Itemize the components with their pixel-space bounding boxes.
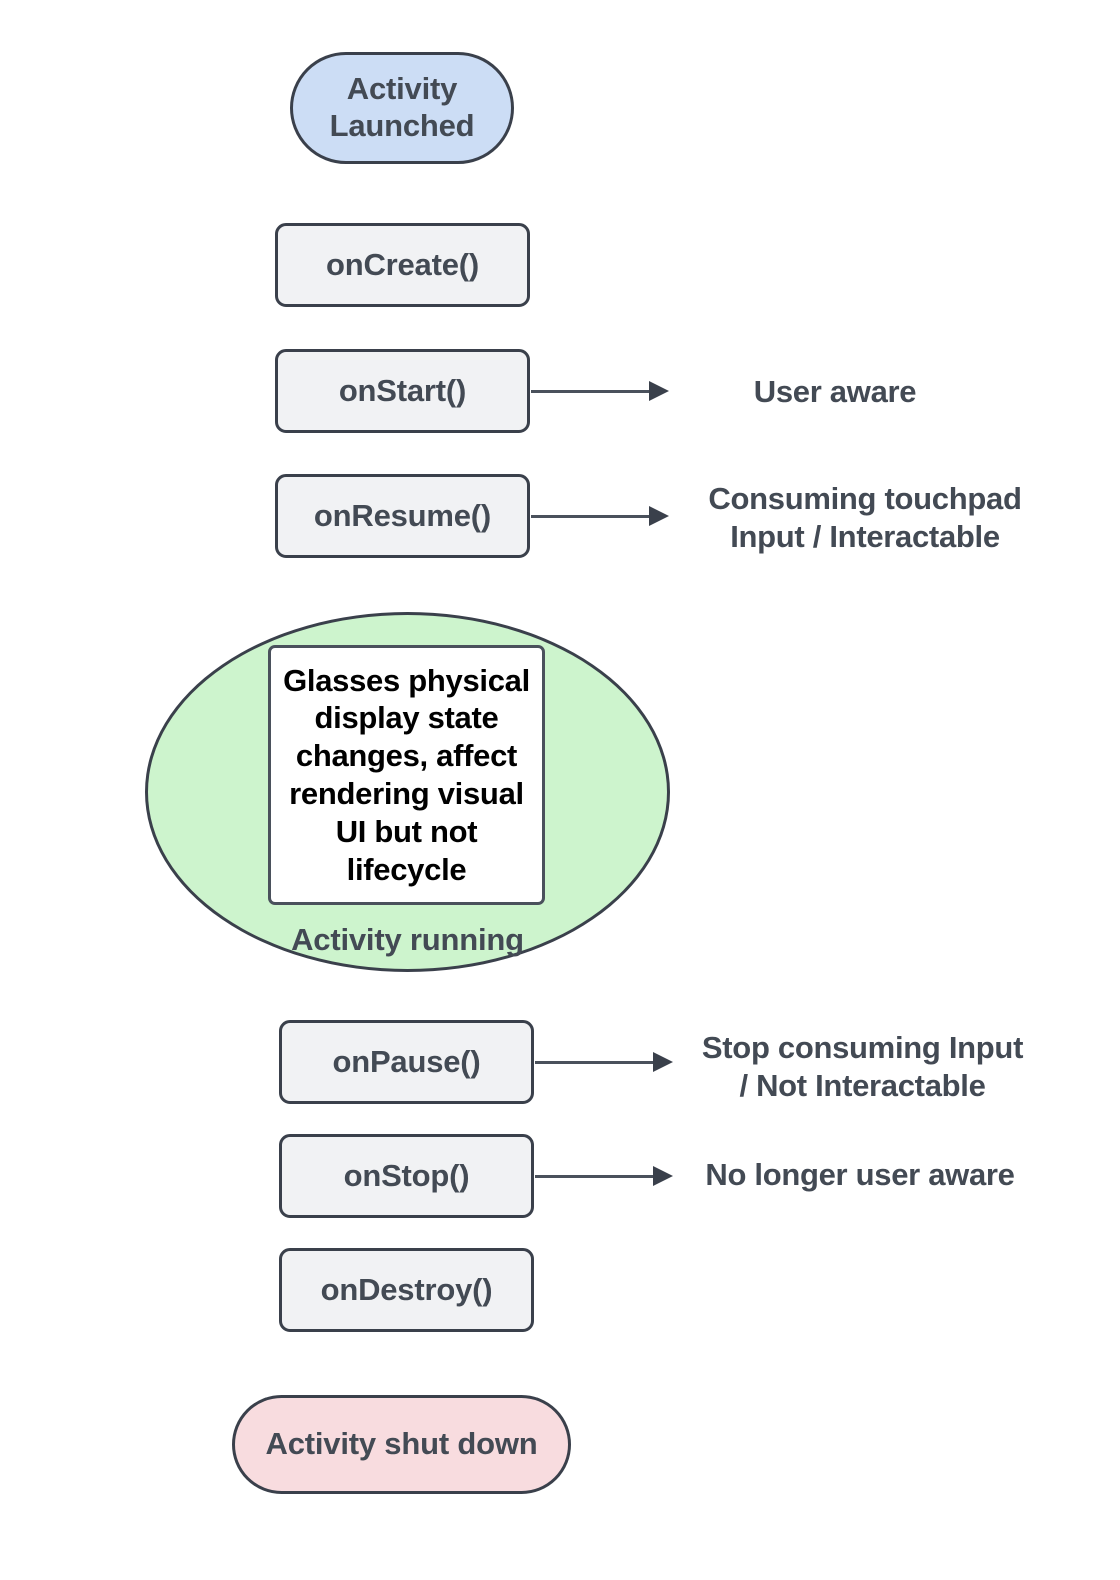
- node-activity-launched[interactable]: Activity Launched: [290, 52, 514, 164]
- annotation-consuming-touchpad-line-2: Input / Interactable: [730, 518, 1000, 554]
- annotation-user-aware-line-1: User aware: [753, 374, 917, 409]
- annotation-no-longer-user-aware-line-1: No longer user aware: [705, 1157, 1015, 1192]
- annotation-stop-consuming-input-line-1: Stop consuming Input: [701, 1030, 1024, 1065]
- node-on-resume-label: onResume(): [313, 497, 492, 533]
- note-glasses-display-state-text: Glasses physical display state changes, …: [283, 662, 530, 887]
- node-activity-running-label-text: Activity running: [291, 922, 524, 957]
- node-on-pause[interactable]: onPause(): [279, 1020, 534, 1104]
- annotation-user-aware: User aware: [700, 373, 970, 411]
- annotation-stop-consuming-input-line-2: / Not Interactable: [739, 1067, 986, 1103]
- node-activity-running-label: Activity running: [145, 922, 670, 958]
- node-on-stop[interactable]: onStop(): [279, 1134, 534, 1218]
- node-on-stop-label: onStop(): [343, 1157, 470, 1193]
- node-on-create[interactable]: onCreate(): [275, 223, 530, 307]
- node-activity-shut-down[interactable]: Activity shut down: [232, 1395, 571, 1494]
- arrow-on-resume-to-note: [531, 504, 671, 528]
- arrow-on-pause-to-note: [535, 1050, 675, 1074]
- annotation-consuming-touchpad-line-1: Consuming touchpad: [708, 481, 1022, 516]
- node-on-destroy-label: onDestroy(): [320, 1271, 493, 1307]
- node-on-start-label: onStart(): [338, 372, 467, 408]
- note-glasses-display-state: Glasses physical display state changes, …: [268, 645, 545, 905]
- node-on-pause-label: onPause(): [332, 1043, 481, 1079]
- annotation-consuming-touchpad: Consuming touchpad Input / Interactable: [695, 480, 1035, 556]
- node-on-resume[interactable]: onResume(): [275, 474, 530, 558]
- node-activity-shut-down-label: Activity shut down: [265, 1426, 538, 1462]
- node-on-create-label: onCreate(): [325, 246, 479, 282]
- annotation-stop-consuming-input: Stop consuming Input / Not Interactable: [690, 1029, 1035, 1105]
- annotation-no-longer-user-aware: No longer user aware: [690, 1156, 1030, 1194]
- node-on-start[interactable]: onStart(): [275, 349, 530, 433]
- arrow-on-start-to-note: [531, 379, 671, 403]
- node-activity-launched-label: Activity Launched: [329, 71, 475, 143]
- arrow-on-stop-to-note: [535, 1164, 675, 1188]
- node-on-destroy[interactable]: onDestroy(): [279, 1248, 534, 1332]
